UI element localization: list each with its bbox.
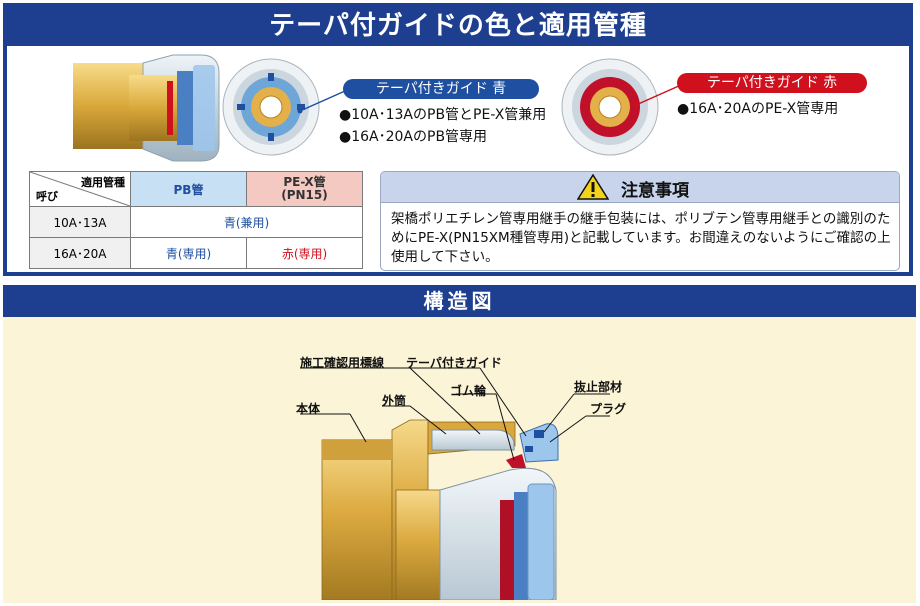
corner-bottom-label: 呼び <box>36 190 58 203</box>
label-rubber-ring: ゴム輪 <box>450 384 487 398</box>
size-cell-1: 10A･13A <box>29 206 131 238</box>
pb-cell-2: 青(専用) <box>130 237 247 269</box>
label-body: 本体 <box>296 402 321 416</box>
corner-top-label: 適用管種 <box>81 176 125 189</box>
table-corner-cell: 適用管種 呼び <box>29 171 131 207</box>
notice-body: 架橋ポリエチレン管専用継手の継手包装には、ポリブテン管専用継手との識別のためにP… <box>391 211 891 265</box>
table-row: 16A･20A 青(専用) 赤(専用) <box>29 237 363 269</box>
red-guide-label: テーパ付きガイド 赤 <box>677 73 867 93</box>
label-outer-sleeve: 外筒 <box>382 394 407 408</box>
header-pb: PB管 <box>130 171 247 207</box>
notice-header: 注意事項 <box>381 172 899 203</box>
header-pex: PE-X管 (PN15) <box>246 171 363 207</box>
blue-guide-label: テーパ付きガイド 青 <box>343 79 539 99</box>
blue-guide-end-view <box>222 58 320 156</box>
fitting-side-illustration <box>73 54 220 162</box>
header-pex-line2: (PN15) <box>281 188 328 202</box>
notice-box: 注意事項 架橋ポリエチレン管専用継手の継手包装には、ポリブテン管専用継手との識別… <box>380 171 900 271</box>
pex-cell-2: 赤(専用) <box>246 237 363 269</box>
merged-cell: 青(兼用) <box>130 206 363 238</box>
label-retainer: 抜止部材 <box>574 380 623 394</box>
structure-section-title: 構造図 <box>3 285 916 317</box>
table-row: 10A･13A 青(兼用) <box>29 206 363 238</box>
blue-bullet-2: ●16A･20AのPB管専用 <box>339 129 488 145</box>
warning-icon <box>577 174 609 200</box>
red-leader-line <box>633 84 682 108</box>
label-taper-guide: テーパ付きガイド <box>406 356 502 370</box>
size-cell-2: 16A･20A <box>29 237 131 269</box>
header-pex-line1: PE-X管 <box>283 175 326 189</box>
blue-bullet-1: ●10A･13AのPB管とPE-X管兼用 <box>339 107 547 123</box>
structure-diagram <box>300 367 610 600</box>
applicable-pipe-table: 適用管種 呼び PB管 PE-X管 (PN15) 10A･13A 青(兼用) 1… <box>29 171 363 269</box>
red-guide-end-view <box>561 58 659 156</box>
red-bullet-1: ●16A･20AのPE-X管専用 <box>677 101 839 117</box>
label-plug: プラグ <box>590 402 627 416</box>
label-marking-line: 施工確認用標線 <box>300 356 385 370</box>
blue-leader-line <box>297 90 346 114</box>
guide-color-panel: テーパ付ガイドの色と適用管種 テーパ付きガイド 青 ●10 <box>3 3 913 276</box>
notice-title: 注意事項 <box>621 181 689 201</box>
panel-title: テーパ付ガイドの色と適用管種 <box>7 7 909 46</box>
